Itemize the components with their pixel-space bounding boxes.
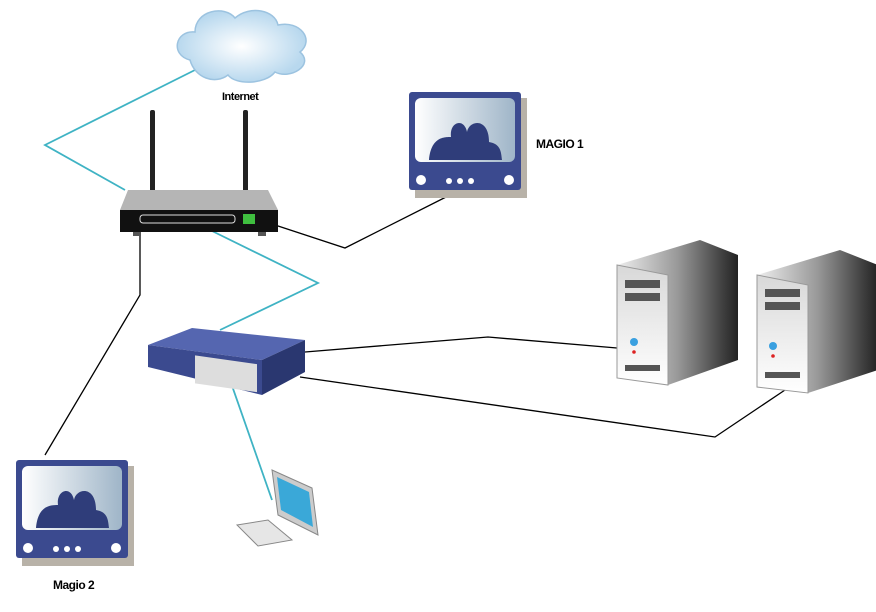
link-router-magio1 <box>274 194 451 249</box>
internet-label: Internet <box>222 91 259 103</box>
server2-icon <box>756 250 876 394</box>
link-switch-pc <box>229 379 273 501</box>
network-switch-icon <box>148 328 305 395</box>
tv-magio1-icon <box>409 92 527 198</box>
magio2-label: Magio 2 <box>53 578 95 592</box>
link-switch-server1 <box>304 336 641 353</box>
tv-magio2-icon <box>16 460 134 566</box>
link-router-magio2 <box>44 235 141 456</box>
workstation-icon <box>235 469 319 547</box>
link-internet-router <box>43 69 196 191</box>
internet-cloud-icon <box>176 9 307 83</box>
magio1-label: MAGIO 1 <box>536 137 584 151</box>
link-switch-server2 <box>299 376 786 438</box>
link-router-switch <box>209 229 321 331</box>
server1-icon <box>616 240 738 386</box>
router-icon <box>120 110 278 236</box>
links <box>43 69 786 501</box>
